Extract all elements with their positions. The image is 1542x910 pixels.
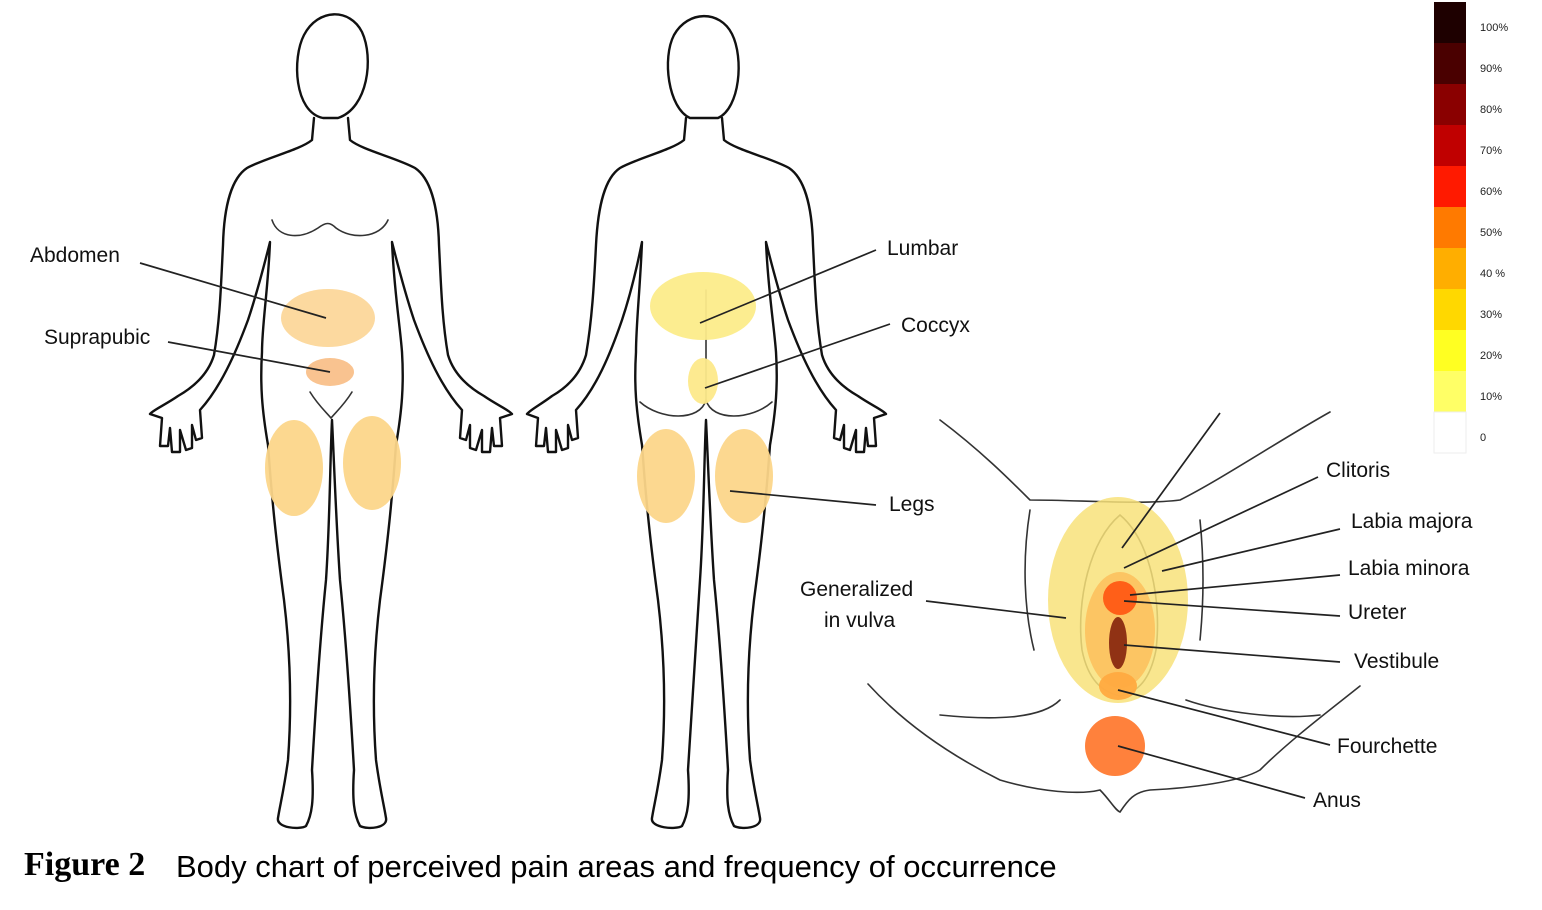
back-body-outline (525, 116, 888, 830)
front-body-figure (148, 13, 514, 830)
back-body-figure (525, 14, 888, 830)
pain-area-vestibule (1109, 617, 1127, 669)
vulva-thigh-left (939, 411, 1331, 504)
label-generalized-line1: Generalized (800, 578, 913, 601)
label-coccyx: Coccyx (901, 314, 970, 337)
legend-swatch (1434, 330, 1466, 371)
legend-swatch (1434, 371, 1466, 412)
legend-label: 40 % (1480, 268, 1505, 280)
label-anus: Anus (1313, 789, 1361, 812)
pain-area-coccyx (688, 358, 718, 404)
leader-anus (1117, 745, 1306, 799)
label-clitoris: Clitoris (1326, 459, 1390, 482)
vulva-left-crease (939, 699, 1061, 719)
leader-coccyx (704, 323, 891, 389)
legend-swatch (1434, 289, 1466, 330)
front-pubic-v (309, 391, 353, 420)
legend-label: 20% (1480, 350, 1502, 362)
legend-label: 90% (1480, 63, 1502, 75)
leader-lumbar (699, 249, 877, 324)
pain-area-ureter (1103, 581, 1137, 615)
label-generalized-line2: in vulva (824, 609, 896, 632)
leader-suprapubic (167, 341, 331, 373)
leader-clitoris-top (1121, 412, 1221, 549)
legend-swatch (1433, 411, 1467, 454)
label-abdomen: Abdomen (30, 244, 120, 267)
legend-label: 30% (1480, 309, 1502, 321)
frequency-legend: 100% 90% 80% 70% 60% 50% 40 % 30% 20% 10% 0 (1433, 2, 1508, 454)
back-head (666, 14, 740, 120)
legend-label: 60% (1480, 186, 1502, 198)
pain-areas (265, 272, 1188, 776)
front-breast-line (271, 219, 389, 237)
legend-swatch (1434, 43, 1466, 84)
legend-swatch (1434, 248, 1466, 289)
label-ureter: Ureter (1348, 601, 1406, 624)
front-body-outline (148, 116, 514, 830)
pain-area-leg-front-right (343, 416, 401, 510)
region-labels: Abdomen Suprapubic Lumbar Coccyx Legs Ge… (30, 237, 1473, 812)
pain-area-lumbar (650, 272, 756, 340)
leader-generalized (925, 600, 1067, 619)
label-lumbar: Lumbar (887, 237, 958, 260)
label-vestibule: Vestibule (1354, 650, 1439, 673)
pain-area-fourchette (1099, 672, 1137, 700)
label-labia-minora: Labia minora (1348, 557, 1470, 580)
label-legs: Legs (889, 493, 935, 516)
legend-swatch (1434, 84, 1466, 125)
caption-text: Body chart of perceived pain areas and f… (176, 849, 1057, 884)
leader-vestibule (1123, 644, 1341, 663)
legend-label: 70% (1480, 145, 1502, 157)
front-head (295, 13, 369, 120)
leader-labia-minora (1129, 574, 1341, 596)
leader-labia-majora (1161, 528, 1341, 572)
leader-abdomen (139, 262, 327, 319)
leader-fourchette (1117, 689, 1331, 746)
figure-caption: Figure 2 Body chart of perceived pain ar… (24, 846, 1057, 884)
pain-area-anus (1085, 716, 1145, 776)
legend-label: 100% (1480, 22, 1508, 34)
vulva-right-crease (1185, 699, 1321, 718)
caption-figure-label: Figure 2 (24, 846, 145, 883)
vulva-inner-fold-left (1024, 509, 1035, 651)
pain-area-leg-front-left (265, 420, 323, 516)
legend-label: 0 (1480, 432, 1486, 444)
pain-area-abdomen (281, 289, 375, 347)
label-labia-majora: Labia majora (1351, 510, 1473, 533)
leader-ureter (1123, 600, 1341, 617)
vulva-inner-fold-right (1199, 519, 1204, 641)
legend-swatch (1434, 166, 1466, 207)
pain-area-leg-back-right (715, 429, 773, 523)
legend-label: 10% (1480, 391, 1502, 403)
leader-clitoris (1123, 476, 1319, 569)
legend-label: 50% (1480, 227, 1502, 239)
leader-legs (729, 490, 877, 506)
legend-label: 80% (1480, 104, 1502, 116)
label-fourchette: Fourchette (1337, 735, 1437, 758)
pain-area-leg-back-left (637, 429, 695, 523)
vulva-buttock-outline (867, 683, 1361, 813)
legend-swatch (1434, 2, 1466, 43)
legend-swatch (1434, 207, 1466, 248)
legend-swatch (1434, 125, 1466, 166)
leader-lines (139, 249, 1341, 799)
label-suprapubic: Suprapubic (44, 326, 150, 349)
